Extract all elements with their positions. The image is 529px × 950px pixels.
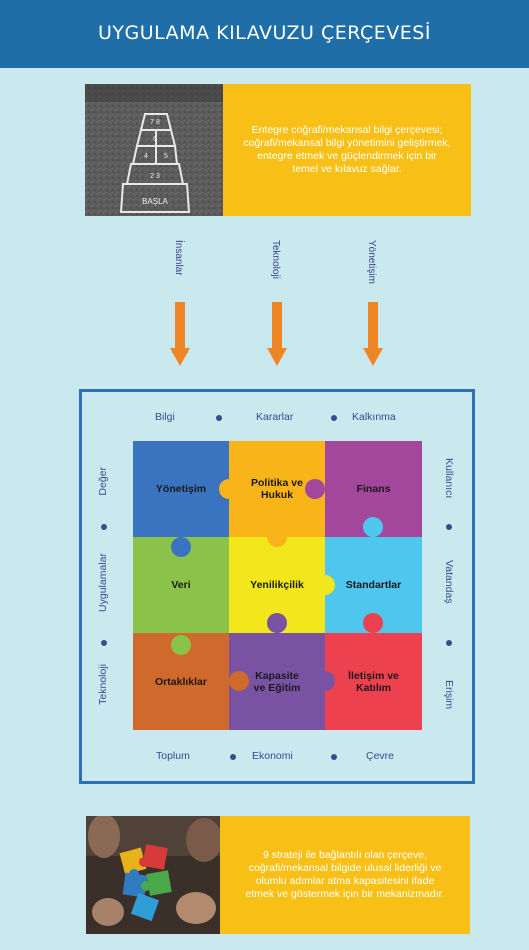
svg-text:2 3: 2 3	[150, 173, 160, 180]
intro-text: Entegre coğrafi/mekansal bilgi çerçevesi…	[243, 124, 451, 175]
frame-top-word: Kalkınma	[352, 411, 396, 423]
svg-text:4: 4	[144, 153, 148, 160]
puzzle-piece-innovation: Yenilikçilik	[229, 537, 325, 633]
summary-text-box: 9 strateji ile bağlantılı olan çerçeve, …	[220, 816, 470, 934]
dot-icon	[101, 640, 107, 646]
puzzle-tab	[209, 575, 229, 595]
dot-icon	[230, 754, 236, 760]
dot-icon	[331, 754, 337, 760]
dot-icon	[446, 524, 452, 530]
svg-text:5: 5	[164, 153, 168, 160]
arrow-label-technology: Teknoloji	[270, 240, 281, 279]
puzzle-tab	[229, 671, 249, 691]
dot-icon	[101, 524, 107, 530]
puzzle-piece-communication: İletişim ve Katılım	[325, 633, 422, 730]
frame-top-word: Kararlar	[256, 411, 294, 423]
puzzle-tab	[171, 635, 191, 655]
summary-text: 9 strateji ile bağlantılı olan çerçeve, …	[245, 849, 445, 900]
dot-icon	[216, 415, 222, 421]
hopscotch-photo: 7 8 6 4 5 2 3 BAŞLA	[85, 84, 223, 216]
frame-right-word: Erişim	[443, 680, 455, 710]
puzzle-tab	[363, 517, 383, 537]
puzzle-tab	[267, 527, 287, 547]
down-arrow-icon	[170, 302, 190, 366]
header-bar: UYGULAMA KILAVUZU ÇERÇEVESİ	[0, 0, 529, 68]
puzzle-tab	[171, 537, 191, 557]
frame-left-word: Değer	[97, 467, 109, 496]
puzzle-tab	[305, 479, 325, 499]
frame-left-word: Teknoloji	[97, 664, 109, 705]
puzzle-grid: Yönetişim Politika ve Hukuk Finans Veri …	[133, 441, 422, 730]
arrow-label-people: İnsanlar	[173, 240, 184, 276]
frame-right-word: Vatandaş	[443, 560, 455, 604]
puzzle-tab	[267, 613, 287, 633]
dot-icon	[446, 640, 452, 646]
puzzle-tab	[315, 575, 335, 595]
down-arrow-icon	[363, 302, 383, 366]
frame-bottom-word: Ekonomi	[252, 750, 293, 762]
frame-right-word: Kullanıcı	[443, 458, 455, 499]
frame-bottom-word: Toplum	[156, 750, 190, 762]
down-arrow-icon	[267, 302, 287, 366]
puzzle-tab	[219, 479, 239, 499]
start-label: BAŞLA	[142, 197, 168, 206]
puzzle-hands-photo	[86, 816, 220, 934]
frame-bottom-word: Çevre	[366, 750, 395, 762]
svg-text:7 8: 7 8	[150, 119, 160, 126]
svg-text:6: 6	[153, 136, 157, 143]
frame-left-word: Uygulamalar	[97, 553, 109, 612]
puzzle-tab	[315, 671, 335, 691]
puzzle-piece-governance: Yönetişim	[133, 441, 229, 537]
intro-text-box: Entegre coğrafi/mekansal bilgi çerçevesi…	[223, 84, 471, 216]
puzzle-tab	[363, 613, 383, 633]
dot-icon	[331, 415, 337, 421]
page-title: UYGULAMA KILAVUZU ÇERÇEVESİ	[98, 22, 431, 44]
frame-top-word: Bilgi	[155, 411, 175, 423]
arrow-label-governance: Yönetişim	[366, 240, 377, 284]
